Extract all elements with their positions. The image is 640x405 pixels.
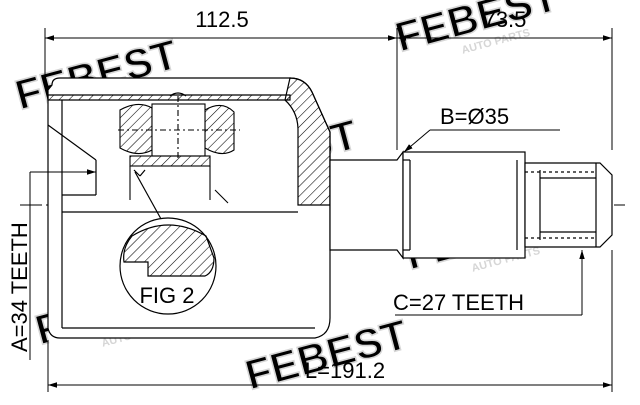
label-a: A=34 TEETH xyxy=(7,222,32,352)
fig2-label: FIG 2 xyxy=(139,283,194,308)
dim-label-73: 73.5 xyxy=(484,7,527,32)
label-l: L=191.2 xyxy=(305,358,385,383)
label-c: C=27 TEETH xyxy=(393,290,524,315)
label-b: B=Ø35 xyxy=(440,104,509,129)
length-dimension xyxy=(47,250,613,392)
joint-housing xyxy=(47,77,331,339)
dim-label-112: 112.5 xyxy=(195,7,248,32)
label-c-leader xyxy=(395,250,585,316)
label-a-leader xyxy=(29,169,96,360)
shaft xyxy=(329,150,613,260)
tripod-spider xyxy=(118,92,240,204)
fig2-detail xyxy=(119,169,217,315)
top-dimension xyxy=(44,28,613,150)
label-b-leader xyxy=(403,129,560,153)
watermark-1: FEBEST AUTO PARTS xyxy=(389,0,563,61)
